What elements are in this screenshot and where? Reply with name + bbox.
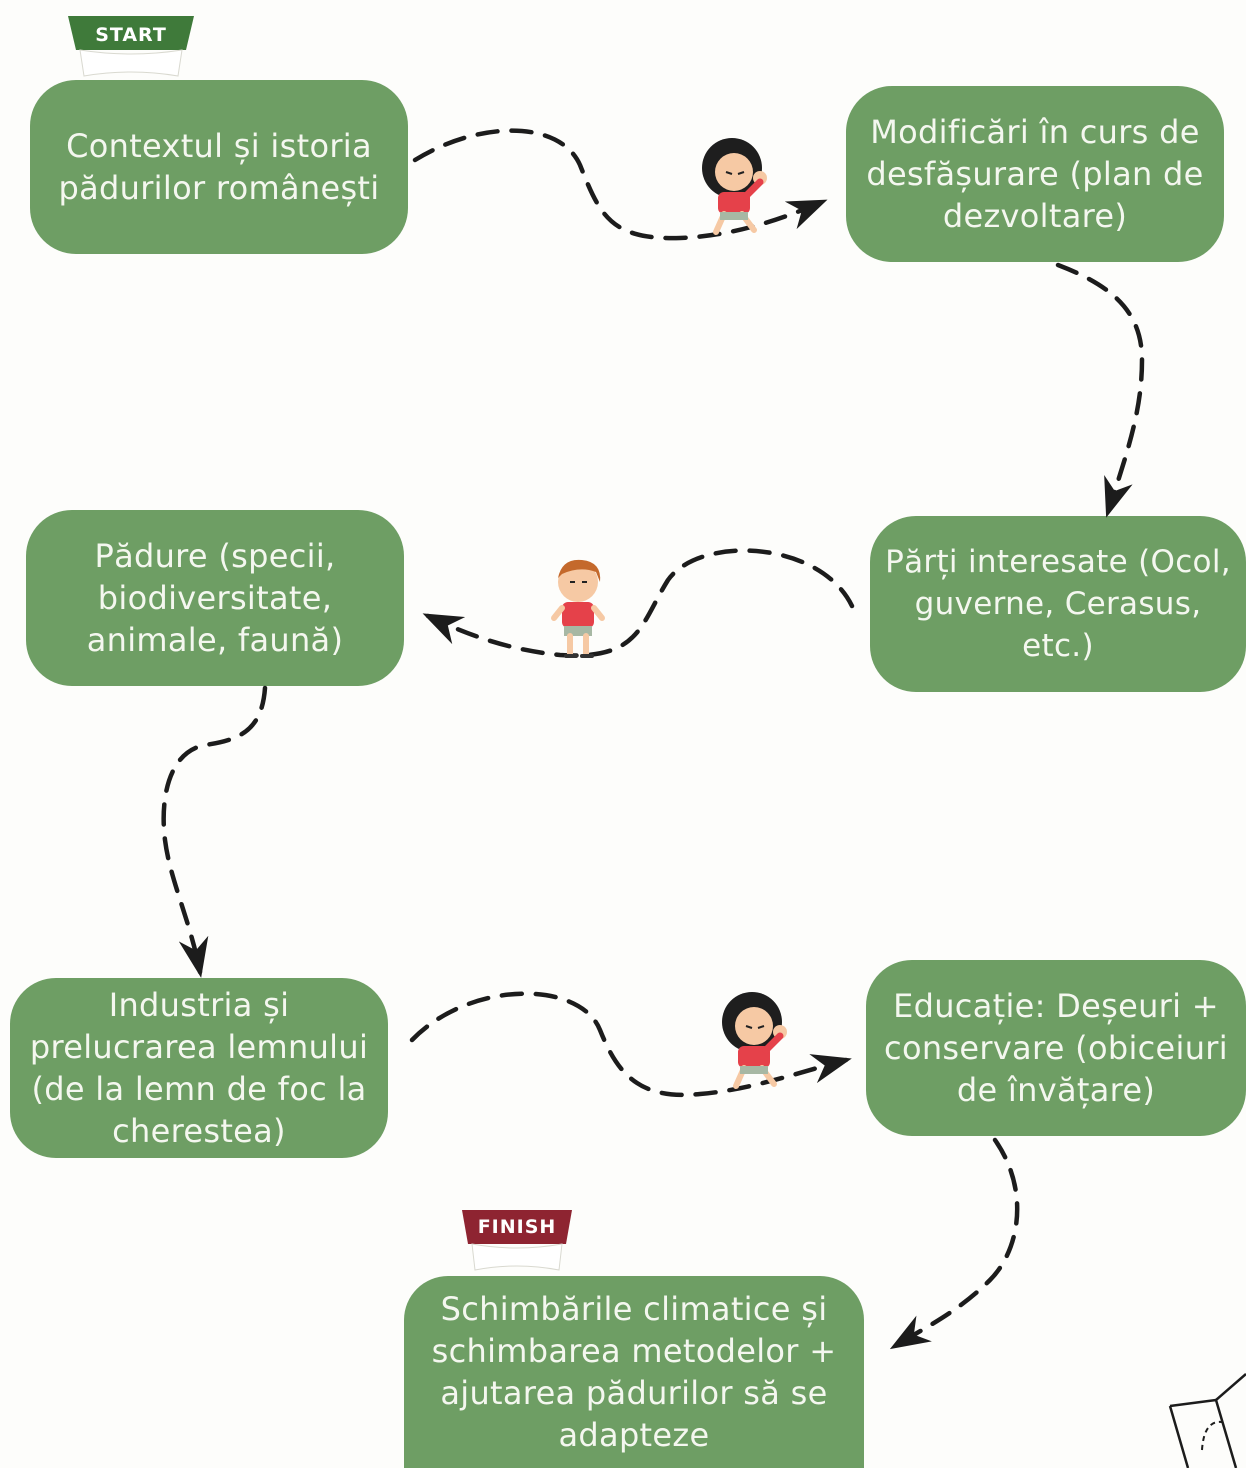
door-sketch-icon xyxy=(1168,1373,1246,1468)
boy-standing-icon xyxy=(551,559,605,658)
node-education-text: Educație: Deșeuri + conservare (obiceiur… xyxy=(884,987,1228,1109)
node-education: Educație: Deșeuri + conservare (obiceiur… xyxy=(866,960,1246,1136)
node-stakeholders-text: Părți interesate (Ocol, guverne, Cerasus… xyxy=(885,544,1231,664)
node-climate-change-text: Schimbările climatice și schimbarea meto… xyxy=(431,1290,837,1454)
node-context-history-text: Contextul și istoria pădurilor românești xyxy=(58,127,380,207)
node-ongoing-changes-text: Modificări în curs de desfășurare (plan … xyxy=(866,113,1204,235)
arrow-changes-to-stakeholders xyxy=(1055,262,1145,518)
node-forest-text: Pădure (specii, biodiversitate, animale,… xyxy=(86,537,344,659)
finish-label: FINISH xyxy=(477,1216,557,1238)
girl-running-icon-2 xyxy=(722,992,787,1089)
node-stakeholders: Părți interesate (Ocol, guverne, Cerasus… xyxy=(870,516,1246,692)
node-context-history: Contextul și istoria pădurilor românești xyxy=(30,80,408,254)
node-forest: Pădure (specii, biodiversitate, animale,… xyxy=(26,510,404,686)
node-wood-industry: Industria și prelucrarea lemnului (de la… xyxy=(10,978,388,1158)
node-ongoing-changes: Modificări în curs de desfășurare (plan … xyxy=(846,86,1224,262)
arrow-forest-to-industry xyxy=(161,685,268,978)
start-label: START xyxy=(95,24,167,46)
girl-running-icon xyxy=(702,138,767,235)
arrow-stakeholders-to-forest xyxy=(422,548,855,658)
finish-flag: FINISH xyxy=(462,1210,572,1271)
arrow-education-to-climate xyxy=(889,1137,1020,1350)
node-wood-industry-text: Industria și prelucrarea lemnului (de la… xyxy=(29,986,369,1150)
node-climate-change: Schimbările climatice și schimbarea meto… xyxy=(404,1276,864,1468)
start-flag: START xyxy=(68,16,194,77)
